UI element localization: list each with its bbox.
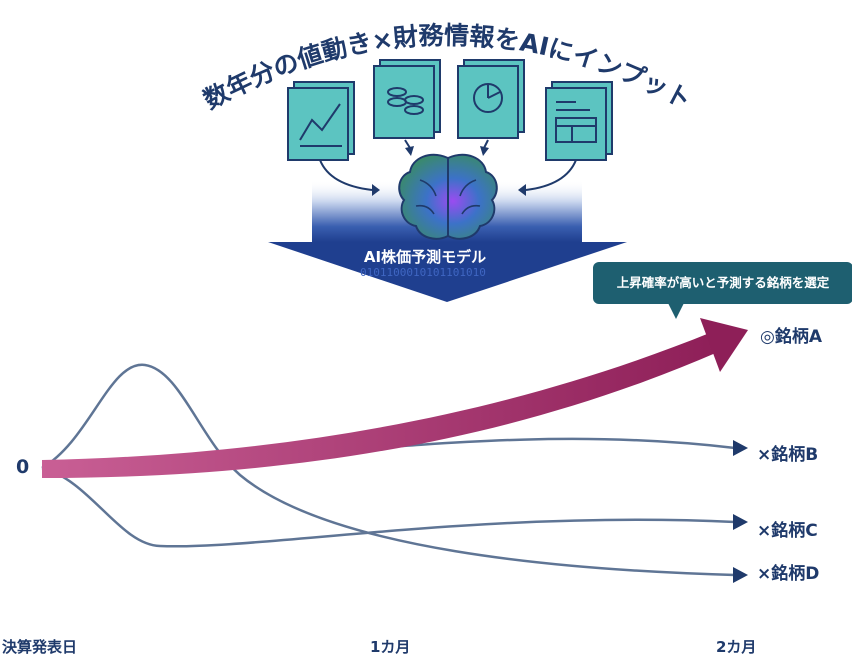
coins-document-icon [373, 59, 441, 139]
callout-bubble: 上昇確率が高いと予測する銘柄を選定 [593, 262, 852, 304]
stock-d-label: ×銘柄D [757, 564, 820, 584]
input-arrows [319, 139, 577, 196]
brain-icon [398, 153, 498, 240]
axis-label-announcement-day: 決算発表日 [2, 638, 78, 656]
binary-text: 0101100010101101010 [360, 266, 486, 279]
model-label: AI株価予測モデル [363, 248, 487, 266]
diagram-title: 数年分の値動き×財務情報をAIにインプット [199, 21, 696, 115]
pie-chart-document-icon [457, 59, 525, 139]
stock-b-label: ×銘柄B [757, 445, 819, 465]
arrowhead-d [733, 567, 748, 583]
callout-text: 上昇確率が高いと予測する銘柄を選定 [616, 275, 830, 290]
line-chart-document-icon [287, 81, 355, 161]
arrowhead-b [733, 440, 748, 456]
arrowhead-c [733, 514, 748, 530]
curve-stock-c [41, 466, 736, 548]
callout-tail [668, 303, 684, 319]
stock-a-label: ◎銘柄A [760, 327, 822, 347]
axis-label-one-month: 1カ月 [370, 638, 411, 656]
axis-label-two-months: 2カ月 [716, 638, 757, 656]
title-text: 数年分の値動き×財務情報をAIにインプット [199, 21, 696, 115]
start-label: 0 [16, 456, 30, 478]
layout-document-icon [545, 81, 613, 161]
stock-c-label: ×銘柄C [757, 521, 818, 541]
curve-arrowheads [733, 440, 748, 583]
stock-a-arrow [42, 318, 748, 478]
